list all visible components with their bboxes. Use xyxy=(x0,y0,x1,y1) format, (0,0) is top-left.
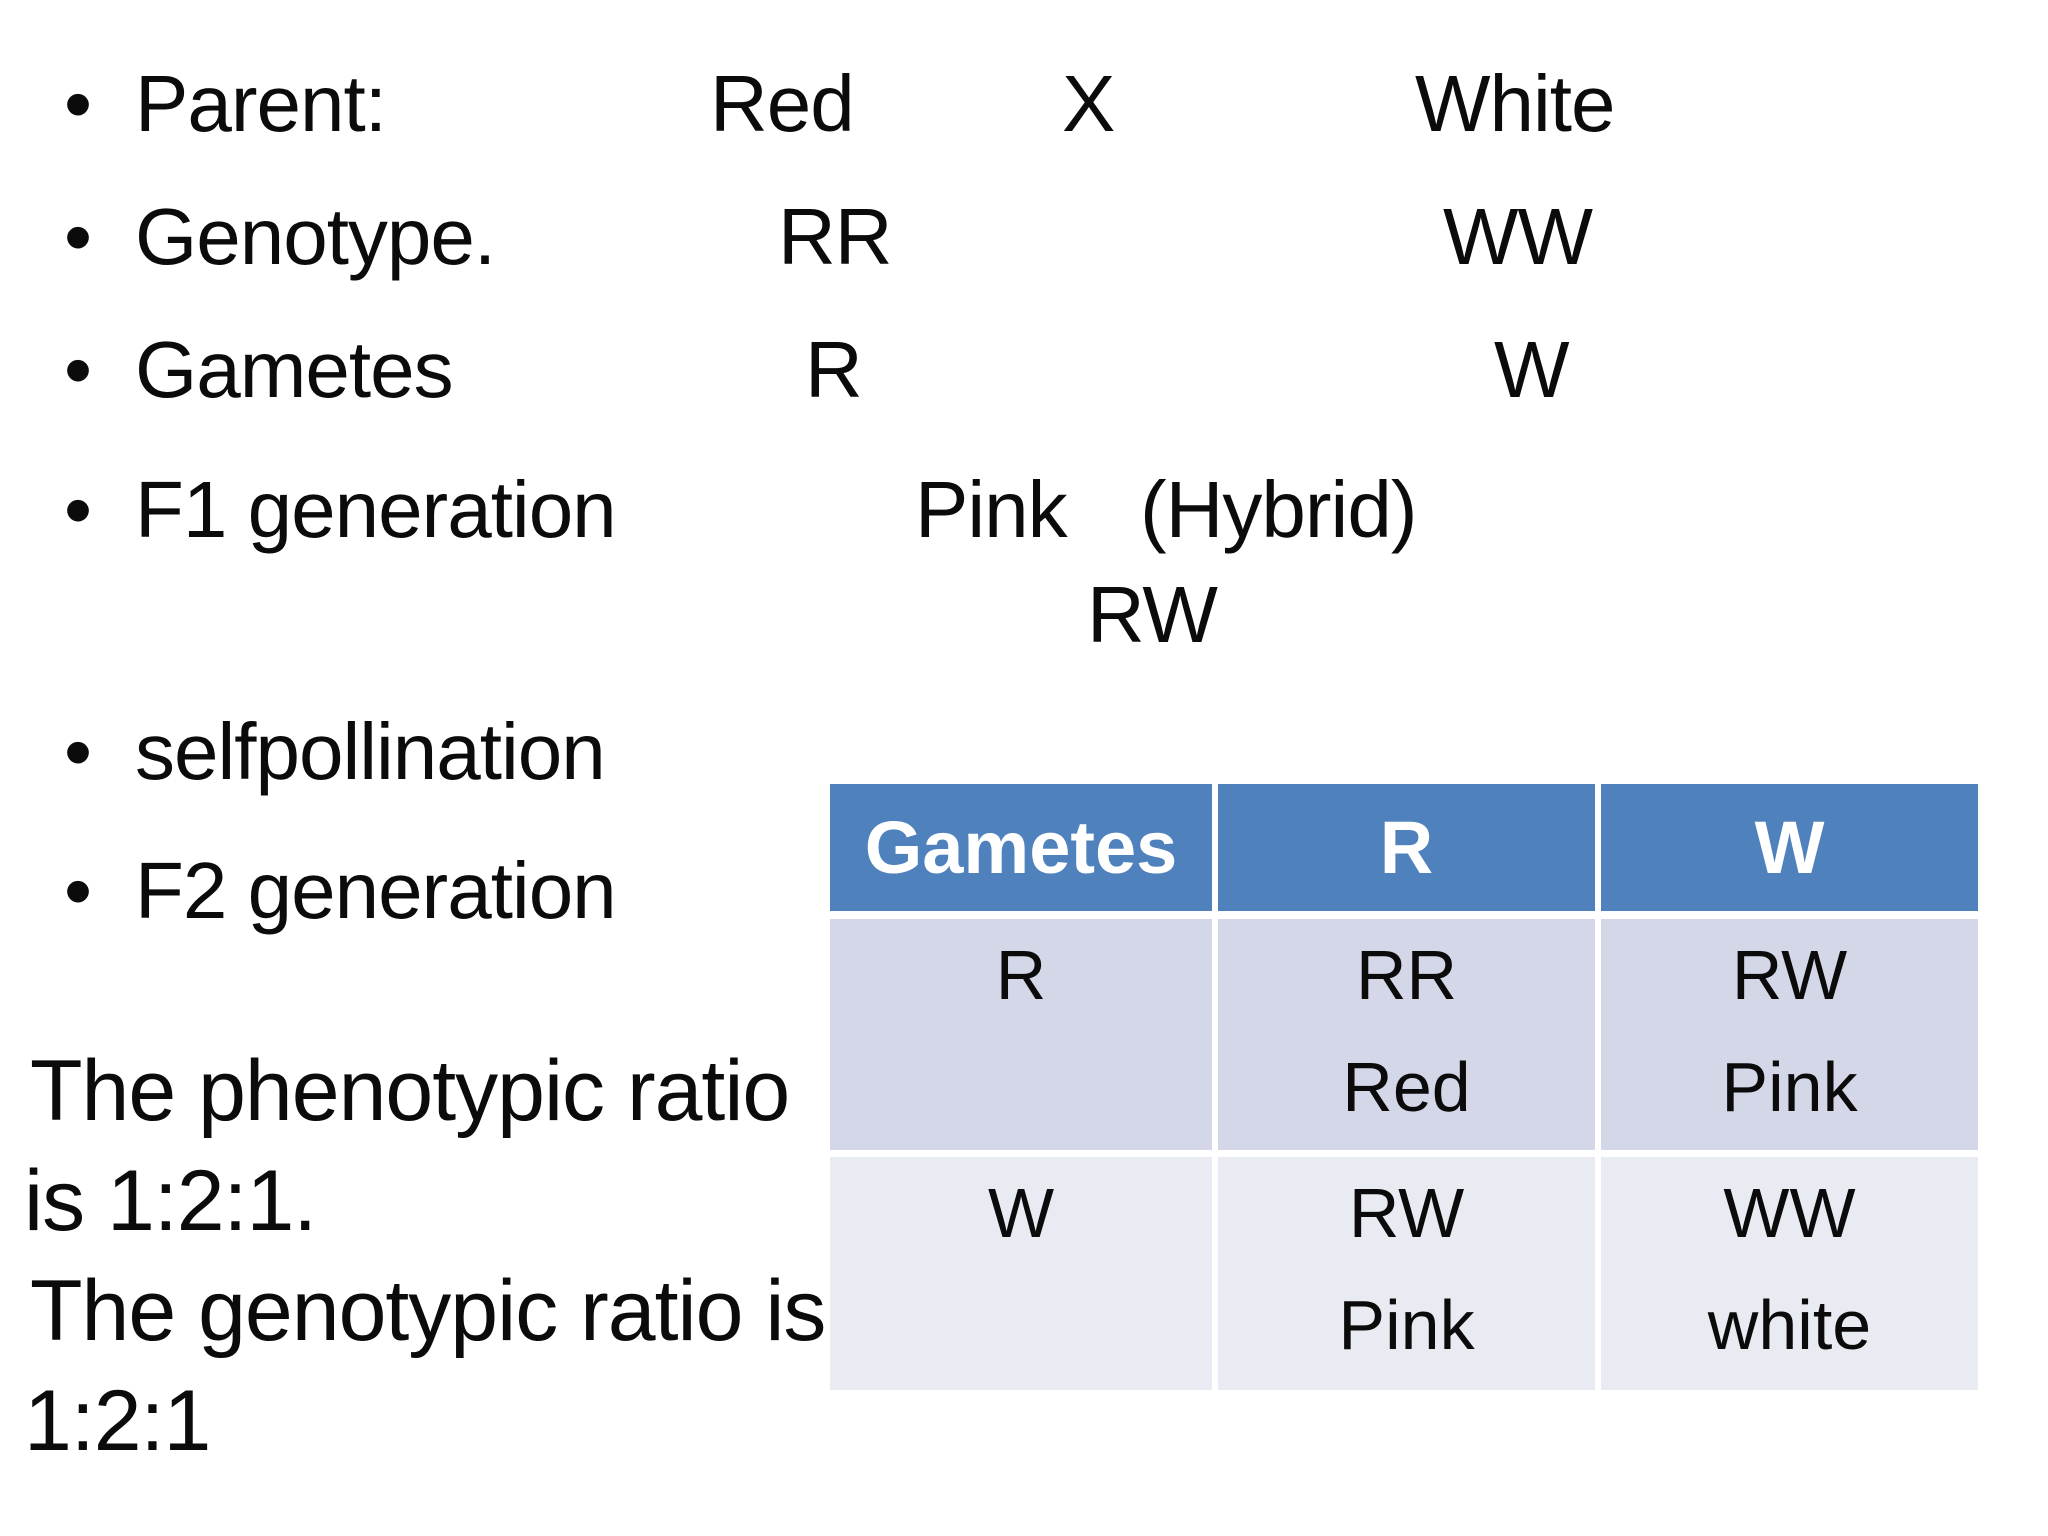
genotypic-ratio-line1: The genotypic ratio is xyxy=(30,1263,826,1359)
punnett-row-r-gamete: R xyxy=(830,919,1212,1150)
parent-white: White xyxy=(1415,59,1615,148)
punnett-header-w: W xyxy=(1601,784,1978,911)
genotypic-ratio-line2: 1:2:1 xyxy=(24,1373,211,1469)
f1-pink: Pink xyxy=(915,465,1068,554)
parent-label: Parent: xyxy=(135,59,387,148)
cell-phenotype: white xyxy=(1707,1286,1872,1364)
bullet-line-f1: • F1 generation Pink (Hybrid) xyxy=(0,460,2048,560)
cell-phenotype: Pink xyxy=(1338,1286,1475,1364)
cell-genotype: RW xyxy=(1731,936,1848,1014)
bullet-icon: • xyxy=(64,59,92,148)
punnett-row-w: W RW Pink WW white xyxy=(830,1157,1978,1390)
f1-label: F1 generation xyxy=(135,465,617,554)
bullet-line-genotype: • Genotype. RR WW xyxy=(0,187,2048,287)
punnett-header-gametes: Gametes xyxy=(830,784,1212,911)
punnett-cell-rw-bottom: RW Pink xyxy=(1218,1157,1595,1390)
gamete-letter: R xyxy=(995,936,1047,1014)
cell-genotype: RR xyxy=(1355,936,1458,1014)
gametes-label: Gametes xyxy=(135,325,454,414)
genotype-rr: RR xyxy=(778,192,893,281)
bullet-line-gametes: • Gametes R W xyxy=(0,320,2048,420)
bullet-line-f2: • F2 generation xyxy=(0,841,2048,941)
gamete-letter: W xyxy=(987,1174,1055,1252)
parent-red: Red xyxy=(710,59,855,148)
bullet-line-selfpollination: • selfpollination xyxy=(0,702,2048,802)
f1-rw: RW xyxy=(1087,570,1218,659)
bullet-icon: • xyxy=(64,325,92,414)
selfpollination-label: selfpollination xyxy=(135,707,606,796)
bullet-line-parent: • Parent: Red X White xyxy=(0,54,2048,154)
punnett-row-r: R RR Red RW Pink xyxy=(830,919,1978,1150)
gamete-w: W xyxy=(1494,325,1570,414)
bullet-icon: • xyxy=(64,192,92,281)
phenotypic-ratio-line2: is 1:2:1. xyxy=(24,1153,317,1249)
phenotypic-ratio-line1: The phenotypic ratio xyxy=(30,1043,790,1139)
f1-hybrid: (Hybrid) xyxy=(1140,465,1417,554)
cell-phenotype: Red xyxy=(1342,1048,1471,1126)
punnett-cell-rw-top: RW Pink xyxy=(1601,919,1978,1150)
bullet-icon: • xyxy=(64,465,92,554)
line-f1-genotype: RW xyxy=(0,565,2048,665)
punnett-cell-rr: RR Red xyxy=(1218,919,1595,1150)
genotype-label: Genotype. xyxy=(135,192,496,281)
punnett-header-r: R xyxy=(1218,784,1595,911)
cell-genotype: WW xyxy=(1723,1174,1856,1252)
cross-symbol: X xyxy=(1062,59,1115,148)
f2-label: F2 generation xyxy=(135,846,617,935)
bullet-icon: • xyxy=(64,707,92,796)
punnett-cell-ww: WW white xyxy=(1601,1157,1978,1390)
cell-phenotype: Pink xyxy=(1721,1048,1858,1126)
cell-genotype: RW xyxy=(1348,1174,1465,1252)
punnett-square: Gametes R W R RR Red RW Pink W RW Pink xyxy=(830,784,1978,1390)
gamete-r: R xyxy=(805,325,863,414)
punnett-header-row: Gametes R W xyxy=(830,784,1978,911)
bullet-icon: • xyxy=(64,846,92,935)
punnett-row-w-gamete: W xyxy=(830,1157,1212,1390)
genotype-ww: WW xyxy=(1443,192,1593,281)
